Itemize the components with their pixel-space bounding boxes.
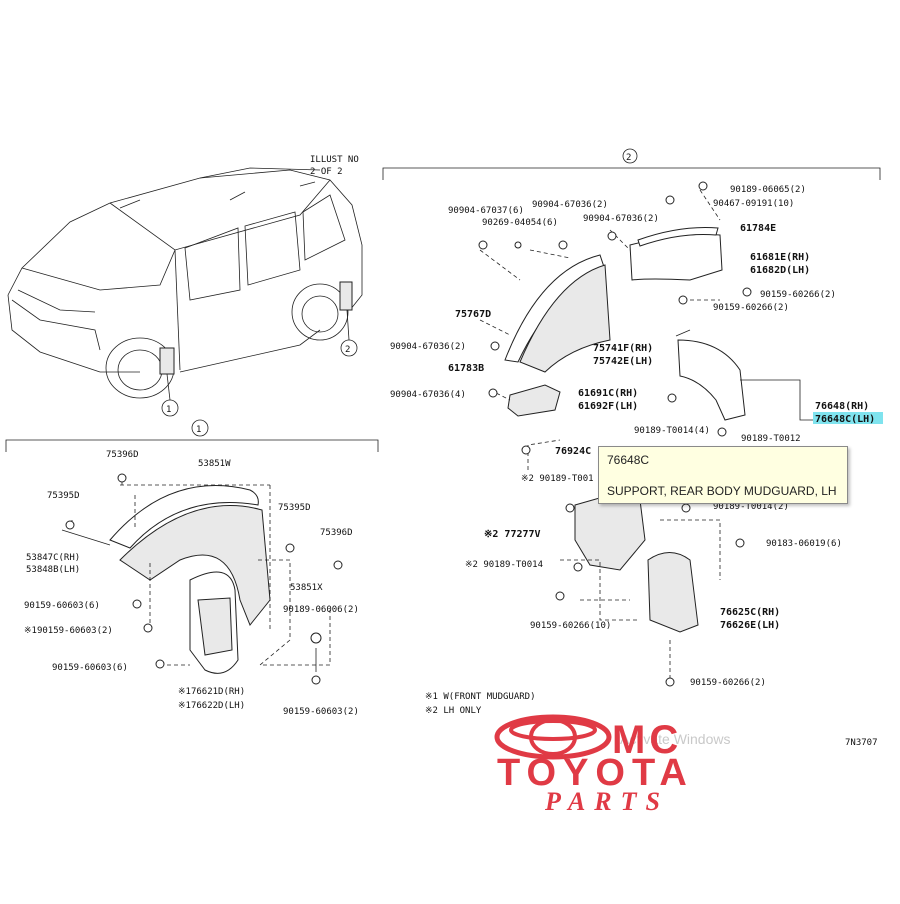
illust-page-label: 2 OF 2 bbox=[310, 167, 343, 177]
part-label: 90189-T0014(2) bbox=[713, 502, 789, 512]
part-label: 90159-60266(2) bbox=[713, 303, 789, 313]
part-label: 90159-60603(2) bbox=[283, 707, 359, 717]
part-label: 61682D(LH) bbox=[750, 265, 810, 276]
section-2-number: 2 bbox=[626, 153, 631, 163]
part-label: ※176621D(RH) bbox=[178, 687, 245, 697]
part-label: 61692F(LH) bbox=[578, 401, 638, 412]
part-label: 90159-60266(2) bbox=[690, 678, 766, 688]
section-2-frame: 2 bbox=[382, 148, 881, 180]
note-line: ※1 W(FRONT MUDGUARD) bbox=[425, 692, 536, 702]
section-1-number: 1 bbox=[196, 425, 201, 435]
part-label: 61784E bbox=[740, 223, 776, 234]
part-label: 75741F(RH) bbox=[593, 343, 653, 354]
part-label: 90269-04054(6) bbox=[482, 218, 558, 228]
front-fender-illustration bbox=[61, 473, 343, 685]
part-label: 75742E(LH) bbox=[593, 356, 653, 367]
highlight-box bbox=[813, 412, 883, 424]
circle-1-label: 1 bbox=[166, 405, 171, 415]
illust-no-label: ILLUST NO bbox=[310, 155, 359, 165]
brand-line-3: PARTS bbox=[545, 787, 669, 816]
toyota-emblem-icon bbox=[494, 714, 612, 760]
tooltip-part-number: 76648C bbox=[607, 453, 650, 467]
part-label: 76625C(RH) bbox=[720, 607, 780, 618]
part-label: 76648(RH) bbox=[815, 401, 869, 412]
part-label: 76626E(LH) bbox=[720, 620, 780, 631]
part-label: ※2 77277V bbox=[484, 529, 541, 540]
notes: ※1 W(FRONT MUDGUARD) ※2 LH ONLY 7N3707 bbox=[425, 692, 878, 748]
part-label: 90159-60266(2) bbox=[760, 290, 836, 300]
part-label: ※190159-60603(2) bbox=[24, 626, 113, 636]
rear-fender-illustration bbox=[478, 181, 815, 687]
part-label: 90189-T0012 bbox=[741, 434, 801, 444]
part-label: 90904-67037(6) bbox=[448, 206, 524, 216]
brand-line-1: MC bbox=[612, 718, 683, 762]
illust-code: 7N3707 bbox=[845, 738, 878, 748]
part-label: 90904-67036(4) bbox=[390, 390, 466, 400]
part-label: 75767D bbox=[455, 309, 491, 320]
vehicle-overview: 1 2 ILLUST NO 2 OF 2 bbox=[7, 155, 363, 417]
part-label: 90159-60603(6) bbox=[24, 601, 100, 611]
part-label: 53851X bbox=[290, 583, 323, 593]
part-label: 53851W bbox=[198, 459, 231, 469]
part-label: ※2 90189-T001 bbox=[521, 474, 594, 484]
part-label: 75395D bbox=[278, 503, 311, 513]
rear-part-labels: 90189-06065(2) 90467-09191(10) 90904-670… bbox=[390, 185, 883, 688]
tooltip-description: SUPPORT, REAR BODY MUDGUARD, LH bbox=[607, 484, 837, 498]
section-1-frame: 1 bbox=[5, 419, 379, 452]
part-label: 61691C(RH) bbox=[578, 388, 638, 399]
part-label: 90904-67036(2) bbox=[390, 342, 466, 352]
part-label: 75395D bbox=[47, 491, 80, 501]
part-label: 90159-60266(10) bbox=[530, 621, 611, 631]
part-label: 75396D bbox=[106, 450, 139, 460]
part-label: 90189-06006(2) bbox=[283, 605, 359, 615]
part-tooltip: 76648C SUPPORT, REAR BODY MUDGUARD, LH bbox=[598, 446, 848, 504]
part-label: 90159-60603(6) bbox=[52, 663, 128, 673]
part-label: ※176622D(LH) bbox=[178, 701, 245, 711]
part-label: ※2 90189-T0014 bbox=[465, 560, 543, 570]
part-label: 90189-T0014(4) bbox=[634, 426, 710, 436]
part-label: 90467-09191(10) bbox=[713, 199, 794, 209]
part-label: 61681E(RH) bbox=[750, 252, 810, 263]
part-label: 90189-06065(2) bbox=[730, 185, 806, 195]
note-line: ※2 LH ONLY bbox=[425, 706, 482, 716]
part-label: 90904-67036(2) bbox=[532, 200, 608, 210]
part-label-selected[interactable]: 76648C(LH) bbox=[815, 414, 875, 425]
part-label: 53847C(RH) bbox=[26, 553, 80, 563]
brand-line-2: TOYOTA bbox=[497, 752, 694, 794]
front-part-labels: 75396D 53851W 75395D 75395D 75396D 53847… bbox=[24, 450, 359, 717]
part-label: 90183-06019(6) bbox=[766, 539, 842, 549]
part-label: 53848B(LH) bbox=[26, 565, 80, 575]
activate-windows-watermark: Activate Windows bbox=[620, 731, 731, 747]
part-label: 90904-67036(2) bbox=[583, 214, 659, 224]
part-label: 76924C bbox=[555, 446, 591, 457]
circle-2-label: 2 bbox=[345, 345, 350, 355]
part-label: 75396D bbox=[320, 528, 353, 538]
part-label: 61783B bbox=[448, 363, 484, 374]
